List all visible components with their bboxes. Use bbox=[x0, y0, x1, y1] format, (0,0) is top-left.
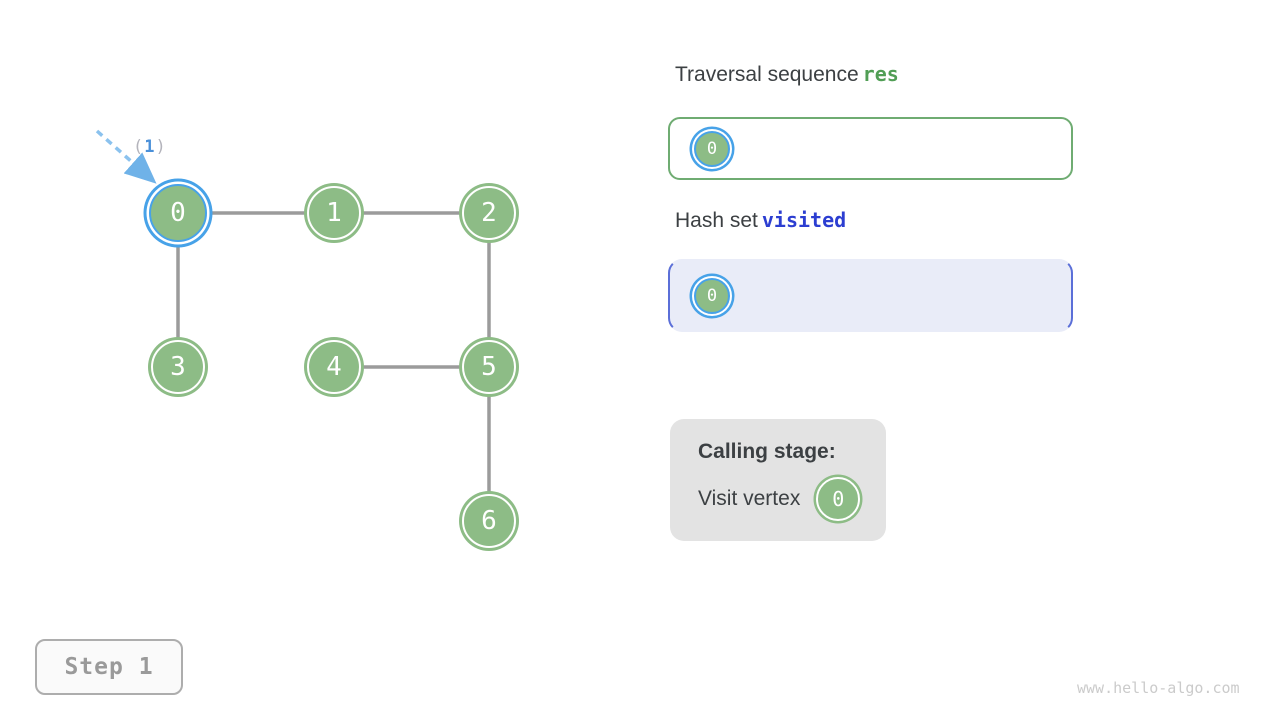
graph-node-4: 4 bbox=[307, 340, 361, 394]
graph-node-1: 1 bbox=[307, 186, 361, 240]
calling-action-text: Visit vertex bbox=[698, 487, 801, 510]
visited-set-box: 0 bbox=[668, 259, 1073, 332]
res-title-text: Traversal sequence bbox=[675, 63, 859, 86]
annotation-number: 1 bbox=[144, 137, 156, 157]
annotation-open-paren: ( bbox=[133, 137, 145, 157]
calling-stage-title: Calling stage: bbox=[698, 440, 836, 463]
annotation-close-paren: ) bbox=[155, 137, 167, 157]
arrow-step-annotation: (1) bbox=[133, 137, 167, 157]
graph-node-2: 2 bbox=[462, 186, 516, 240]
step-indicator: Step 1 bbox=[35, 639, 183, 695]
watermark-text: www.hello-algo.com bbox=[1077, 679, 1240, 697]
visited-item-0: 0 bbox=[694, 277, 730, 314]
graph-node-3: 3 bbox=[151, 340, 205, 394]
traversal-sequence-box: 0 bbox=[668, 117, 1073, 180]
graph-node-5: 5 bbox=[462, 340, 516, 394]
calling-stage-box: Calling stage: Visit vertex 0 bbox=[670, 419, 886, 541]
res-item-0: 0 bbox=[694, 130, 730, 167]
graph-node-6: 6 bbox=[462, 494, 516, 548]
calling-vertex-node: 0 bbox=[816, 477, 861, 521]
graph-node-layer: 0 1 2 3 4 5 6 bbox=[149, 184, 516, 548]
res-code-label: res bbox=[862, 62, 899, 86]
calling-stage-row: Visit vertex 0 bbox=[698, 477, 886, 521]
visited-title-text: Hash set bbox=[675, 209, 758, 232]
graph-node-0: 0 bbox=[149, 184, 207, 242]
visited-code-label: visited bbox=[761, 208, 847, 232]
